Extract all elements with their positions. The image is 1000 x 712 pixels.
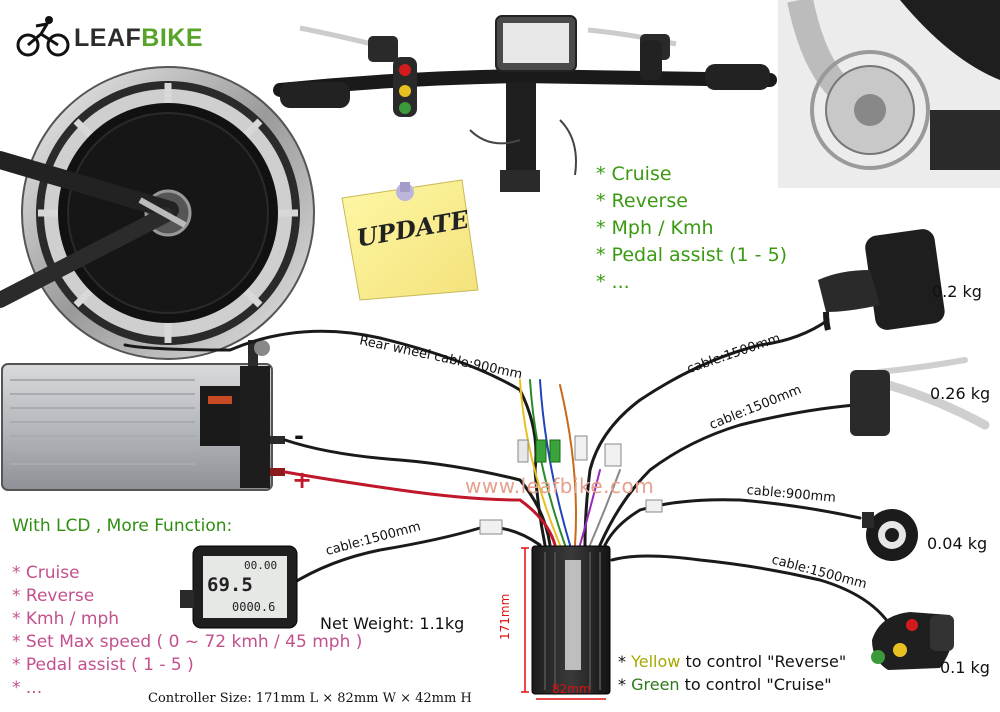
handlebar-switch bbox=[871, 612, 954, 670]
update-feature-item: * Reverse bbox=[596, 190, 688, 212]
handlebar bbox=[273, 15, 777, 192]
brake-weight: 0.26 kg bbox=[930, 384, 991, 403]
cyclist-icon bbox=[16, 16, 70, 57]
update-feature-item: * Pedal assist (1 - 5) bbox=[596, 244, 788, 266]
lcd-feature-item: * Cruise bbox=[12, 563, 80, 583]
switch-note-color-word: Green bbox=[631, 675, 680, 694]
lcd-feature-list: * Cruise * Reverse * Kmh / mph * Set Max… bbox=[12, 562, 362, 700]
lcd-feature-item: * Pedal assist ( 1 - 5 ) bbox=[12, 655, 194, 675]
logo-text-bike: BIKE bbox=[141, 24, 204, 52]
update-sticky-note bbox=[341, 179, 479, 301]
battery-positive-sign: + bbox=[292, 466, 313, 494]
switch-note-star: * bbox=[618, 652, 632, 671]
switch-note-color-word: Yellow bbox=[631, 652, 681, 671]
switch-note-green: * Green to control "Cruise" bbox=[618, 675, 832, 694]
brake-lever bbox=[850, 357, 990, 436]
watermark-url: www.leafbike.com bbox=[465, 474, 655, 498]
lcd-section-title: With LCD , More Function: bbox=[12, 516, 233, 536]
switch-note-star: * bbox=[618, 675, 632, 694]
lcd-speed-readout: 69.5 bbox=[207, 574, 253, 596]
lcd-bottom-readout: 0000.6 bbox=[232, 600, 276, 614]
controller-net-weight: Net Weight: 1.1kg bbox=[320, 614, 465, 633]
throttle-grip bbox=[818, 229, 945, 331]
wires bbox=[123, 318, 892, 627]
switch-note-yellow: * Yellow to control "Reverse" bbox=[618, 652, 846, 671]
pas-closeup-photo bbox=[778, 0, 1000, 188]
lcd-feature-item: * ... bbox=[12, 678, 43, 698]
controller-height-label: 171mm bbox=[498, 593, 512, 640]
controller-size-text: Controller Size: 171mm L × 82mm W × 42mm… bbox=[148, 691, 472, 706]
update-feature-list: * Cruise * Reverse * Mph / Kmh * Pedal a… bbox=[596, 161, 787, 296]
controller-box bbox=[521, 545, 611, 700]
leafbike-logo: LEAFBIKE bbox=[14, 14, 214, 58]
lcd-feature-item: * Set Max speed ( 0 ~ 72 kmh / 45 mph ) bbox=[12, 632, 363, 652]
hub-motor-wheel bbox=[0, 66, 315, 360]
update-feature-item: * ... bbox=[596, 271, 630, 293]
throttle-weight: 0.2 kg bbox=[932, 282, 982, 301]
logo-text-leaf: LEAF bbox=[74, 24, 142, 52]
update-feature-item: * Mph / Kmh bbox=[596, 217, 714, 239]
lcd-top-readout: 00.00 bbox=[244, 559, 278, 572]
lcd-feature-item: * Reverse bbox=[12, 586, 95, 606]
battery-negative-sign: - bbox=[294, 422, 304, 450]
switch-note-text: to control "Reverse" bbox=[680, 652, 847, 671]
pas-weight: 0.04 kg bbox=[927, 534, 988, 553]
pas-sensor bbox=[862, 509, 918, 561]
lcd-display bbox=[180, 545, 298, 629]
switch-note-text: to control "Cruise" bbox=[679, 675, 832, 694]
lcd-feature-item: * Kmh / mph bbox=[12, 609, 120, 629]
update-feature-item: * Cruise bbox=[596, 163, 672, 185]
controller-width-label: 82mm bbox=[552, 682, 591, 696]
battery-pack bbox=[1, 340, 285, 491]
switch-weight: 0.1 kg bbox=[940, 658, 990, 677]
